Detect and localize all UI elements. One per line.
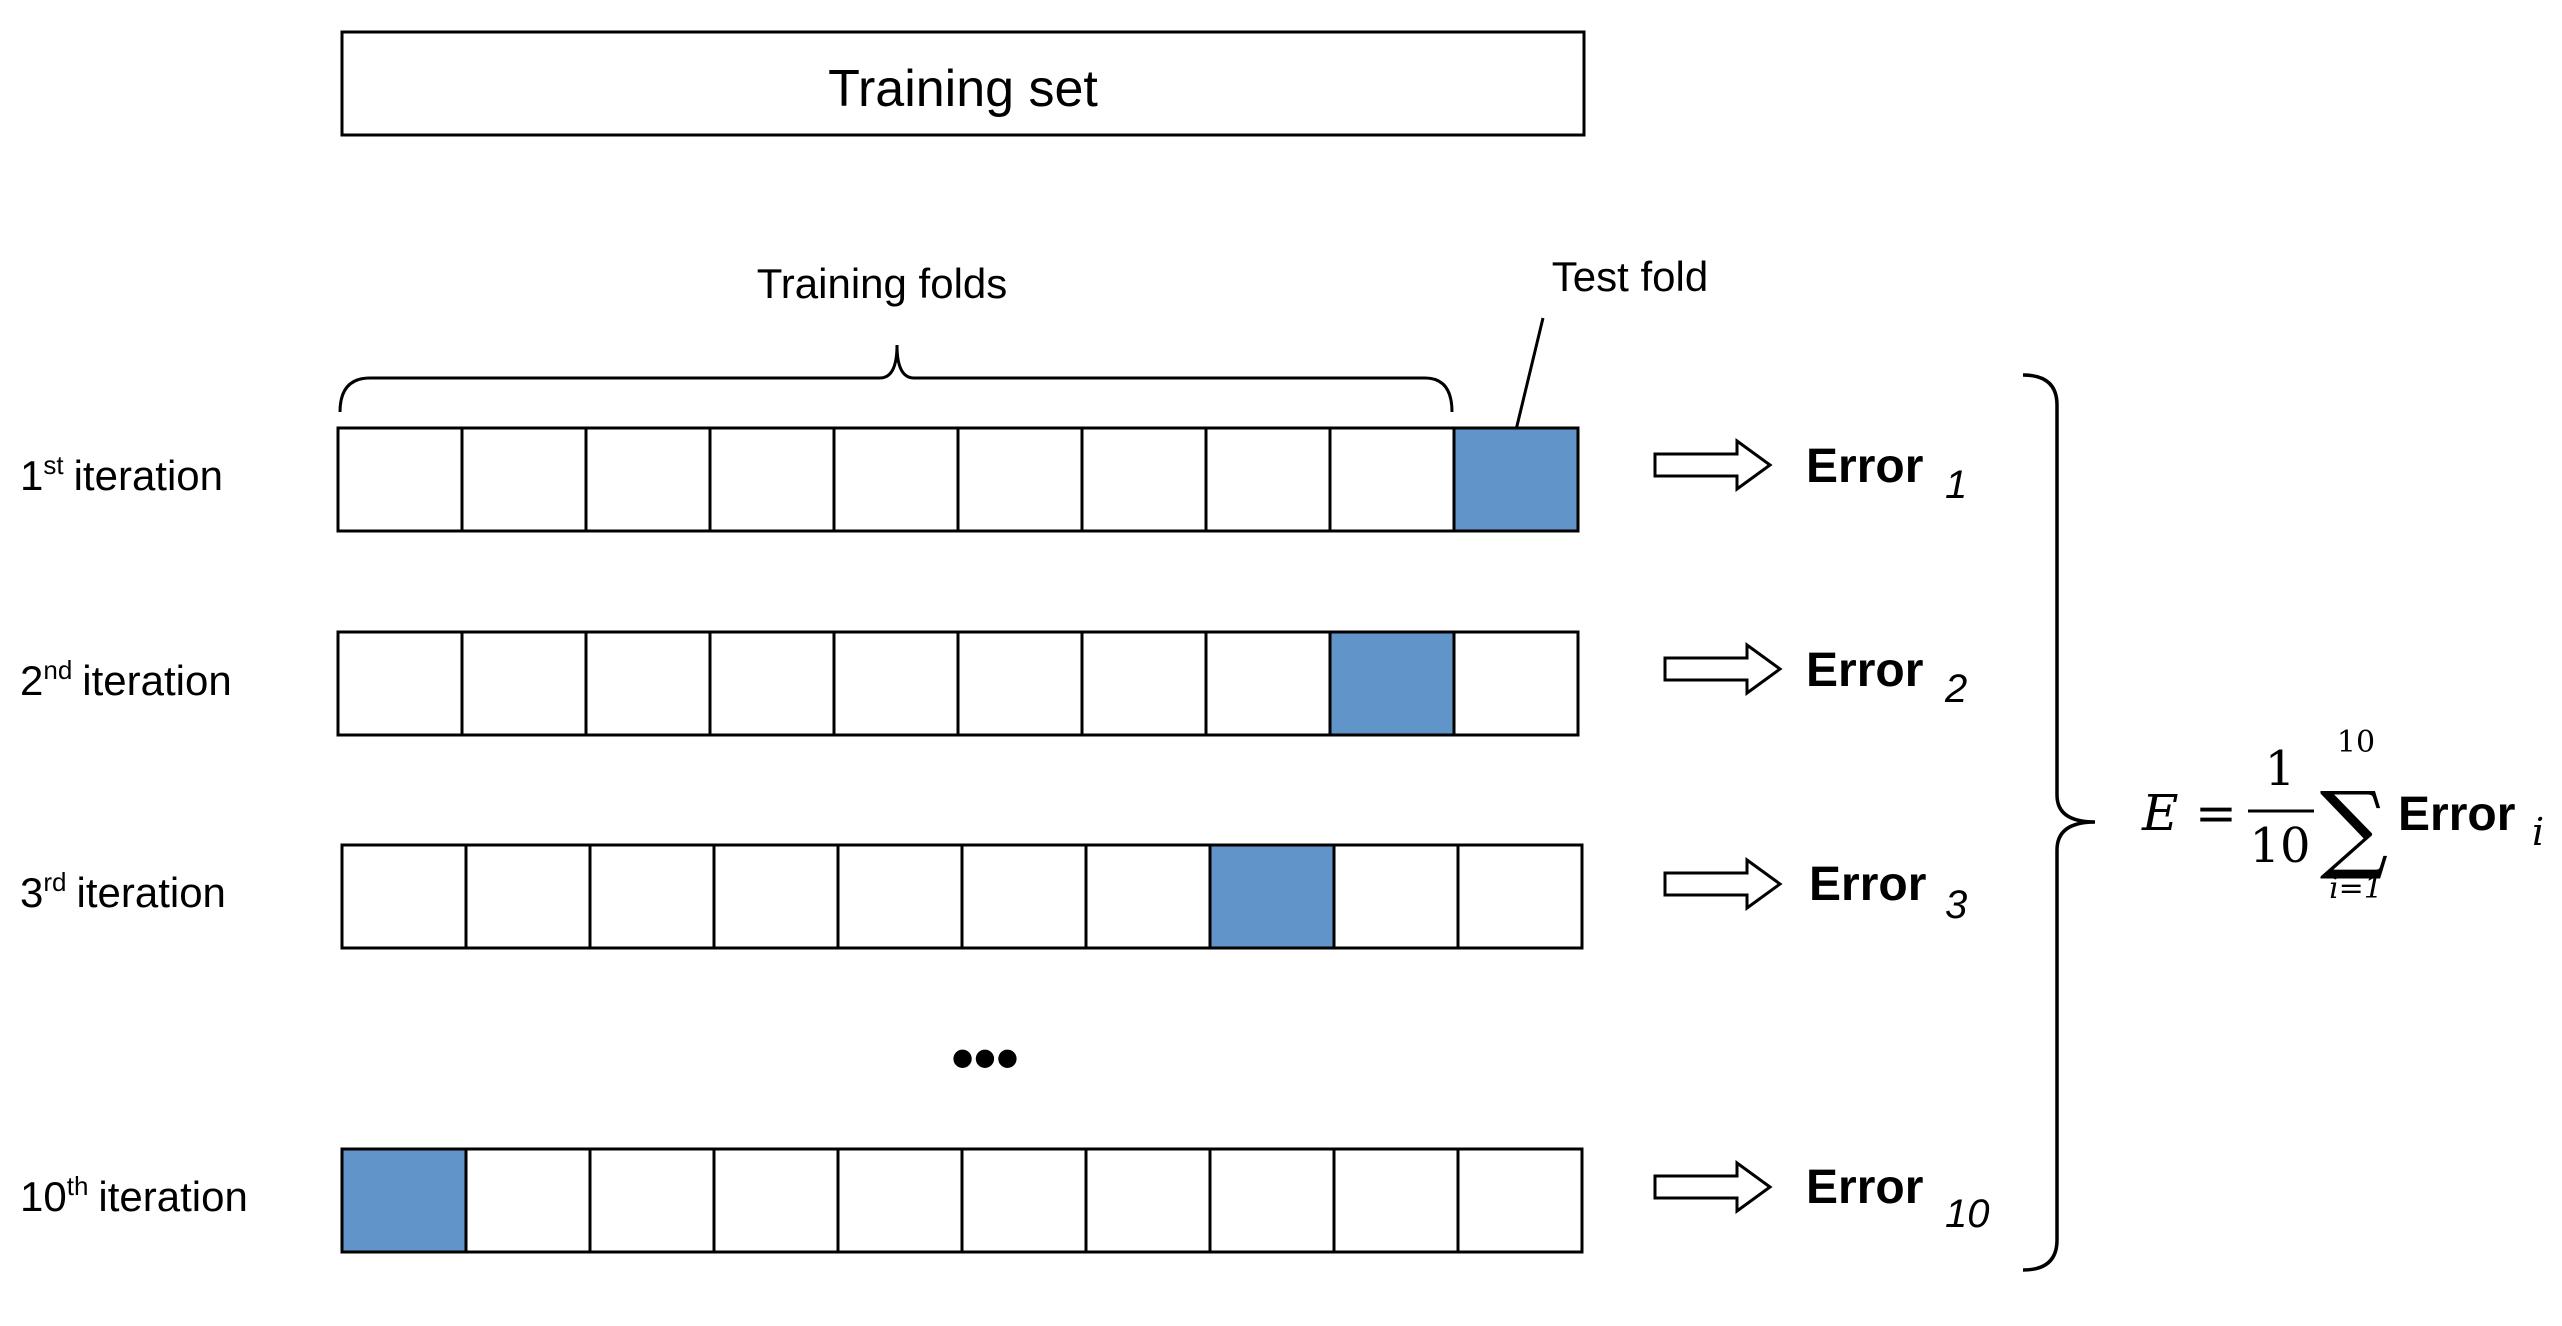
test-fold-cell [1328,630,1456,737]
formula-lower-limit: i=1 [2329,871,2383,906]
training-fold-cell [584,426,712,533]
iteration-word: iteration [98,1173,247,1220]
average-error-formula: E = 1 10 10 ∑ i=1 Error i [2141,725,2544,906]
iteration-label: 10th iteration [20,1171,248,1220]
training-folds-label: Training folds [757,260,1008,307]
iteration-word: iteration [82,657,231,704]
training-fold-cell [1084,843,1212,950]
error-label: Error [1806,440,1923,493]
iteration-ordinal: 1 [20,452,43,499]
training-folds-annotation: Training folds [338,260,1454,413]
iteration-ordinal-suffix: nd [43,655,72,685]
iteration-ordinal-suffix: rd [43,867,66,897]
training-fold-cell [464,843,592,950]
iteration-word: iteration [76,869,225,916]
test-fold-cell [1452,426,1580,533]
training-fold-cell [836,843,964,950]
training-fold-cell [956,630,1084,737]
training-fold-cell [712,1147,840,1254]
test-fold-annotation: Test fold [1514,253,1708,431]
training-fold-cell [460,426,588,533]
iteration-ordinal: 10 [20,1173,67,1220]
training-fold-cell [1208,1147,1336,1254]
training-set-rect [340,30,1586,137]
training-fold-cell [1204,630,1332,737]
training-fold-cell [460,630,588,737]
training-fold-cell [1332,1147,1460,1254]
test-fold-cell [340,1147,468,1254]
error-subscript: 10 [1945,1192,1990,1236]
right-arrow-icon [1663,642,1783,696]
iteration-ordinal-suffix: th [67,1171,89,1201]
iteration-label: 1st iteration [20,450,223,499]
iteration-ordinal-suffix: st [43,450,64,480]
training-folds-brace [338,344,1454,413]
error-subscript: 1 [1945,463,1967,507]
formula-sum-symbol: ∑ [2320,771,2389,883]
training-fold-cell [1080,630,1208,737]
iteration-ordinal: 2 [20,657,43,704]
training-fold-cell [1204,426,1332,533]
training-fold-cell [832,630,960,737]
right-arrow-icon [1663,857,1783,911]
training-fold-cell [708,426,836,533]
training-fold-cell [584,630,712,737]
test-fold-label: Test fold [1552,253,1708,300]
right-arrow-icon [1653,438,1773,492]
training-fold-cell [1456,1147,1584,1254]
formula-equals: = [2195,784,2237,842]
ellipsis: ••• [951,1022,1018,1094]
right-arrow-icon [1653,1160,1773,1214]
formula-term-subscript: i [2532,810,2544,854]
summary-brace [2022,373,2096,1272]
formula-term: Error [2398,788,2515,841]
training-fold-cell [340,843,468,950]
training-fold-cell [956,426,1084,533]
iteration-ordinal: 3 [20,869,43,916]
training-fold-cell [1328,426,1456,533]
training-set-box: Training set [340,30,1586,137]
test-fold-pointer [1514,317,1545,431]
training-fold-cell [712,843,840,950]
training-fold-cell [832,426,960,533]
formula-upper-limit: 10 [2337,725,2375,760]
formula-numerator: 1 [2265,741,2296,797]
training-fold-cell [960,1147,1088,1254]
training-fold-cell [1452,630,1580,737]
training-fold-cell [1332,843,1460,950]
training-fold-cell [1084,1147,1212,1254]
training-fold-cell [1456,843,1584,950]
training-fold-cell [588,843,716,950]
training-set-label: Training set [828,60,1098,118]
training-fold-cell [960,843,1088,950]
test-fold-cell [1208,843,1336,950]
training-fold-cell [336,426,464,533]
error-label: Error [1809,858,1926,911]
formula-denominator: 10 [2249,818,2310,874]
error-label: Error [1806,1161,1923,1214]
training-fold-cell [836,1147,964,1254]
iteration-word: iteration [74,452,223,499]
training-fold-cell [708,630,836,737]
training-fold-cell [588,1147,716,1254]
iteration-label: 2nd iteration [20,655,232,704]
error-subscript: 2 [1944,667,1967,711]
iteration-label: 3rd iteration [20,867,226,916]
training-fold-cell [464,1147,592,1254]
error-label: Error [1806,644,1923,697]
formula-lhs: E [2141,784,2179,842]
training-fold-cell [336,630,464,737]
training-fold-cell [1080,426,1208,533]
error-subscript: 3 [1945,883,1967,927]
